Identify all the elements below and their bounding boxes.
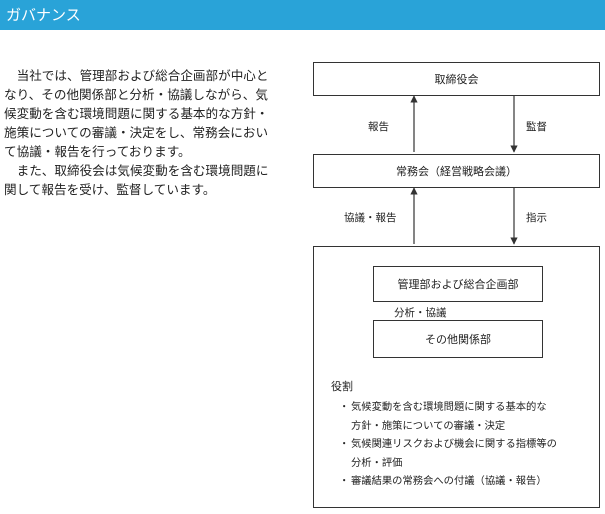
bullet-icon: ・	[339, 475, 350, 487]
governance-description: 当社では、管理部および総合企画部が中心となり、その他関係部と分析・協議しながら、…	[4, 66, 279, 199]
instruct-label: 指示	[526, 212, 547, 224]
role-item-line: 気候変動を含む環境問題に関する基本的な	[351, 401, 547, 413]
board-of-directors-box: 取締役会	[313, 62, 600, 96]
other-depts-label: その他関係部	[425, 333, 491, 346]
role-item-line: 審議結果の常務会への付議（協議・報告）	[351, 475, 547, 487]
role-item-line: 気候関連リスクおよび機会に関する指標等の	[351, 438, 557, 450]
section-title: ガバナンス	[6, 6, 81, 24]
discuss-report-label: 協議・報告	[344, 212, 397, 224]
executive-committee-box: 常務会（経営戦略会議）	[313, 154, 600, 188]
role-item: ・ 気候関連リスクおよび機会に関する指標等の 分析・評価	[337, 435, 591, 472]
role-item: ・ 審議結果の常務会への付議（協議・報告）	[337, 472, 591, 491]
bullet-icon: ・	[339, 438, 350, 450]
role-item: ・ 気候変動を含む環境問題に関する基本的な 方針・施策についての審議・決定	[337, 398, 591, 435]
roles-title: 役割	[331, 380, 353, 393]
section-header: ガバナンス	[0, 0, 605, 30]
supervise-label: 監督	[526, 121, 547, 133]
paragraph-2: また、取締役会は気候変動を含む環境問題に関して報告を受け、監督しています。	[4, 163, 269, 197]
board-label: 取締役会	[434, 73, 479, 86]
role-item-line: 分析・評価	[351, 456, 403, 469]
roles-list: ・ 気候変動を含む環境問題に関する基本的な 方針・施策についての審議・決定 ・ …	[337, 398, 591, 491]
other-depts-box: その他関係部	[373, 320, 543, 358]
bullet-icon: ・	[339, 401, 350, 413]
management-planning-dept-box: 管理部および総合企画部	[373, 266, 543, 302]
management-planning-dept-label: 管理部および総合企画部	[397, 278, 519, 291]
executive-committee-label: 常務会（経営戦略会議）	[396, 165, 517, 178]
role-item-line: 方針・施策についての審議・決定	[351, 419, 506, 432]
report-label: 報告	[368, 121, 389, 133]
analyze-discuss-label: 分析・協議	[394, 307, 447, 319]
paragraph-1: 当社では、管理部および総合企画部が中心となり、その他関係部と分析・協議しながら、…	[4, 68, 269, 159]
